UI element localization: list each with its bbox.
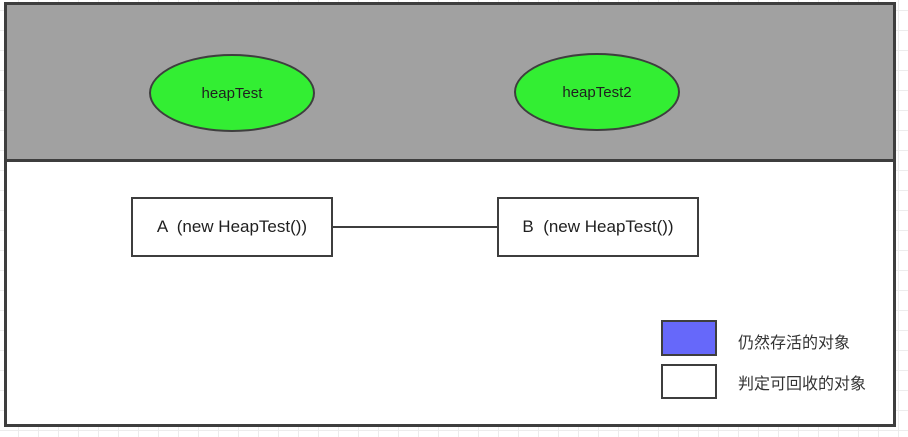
object-box-a: A (new HeapTest()) [131, 197, 333, 257]
connector-line [333, 226, 497, 228]
legend-swatch-recyclable [661, 364, 717, 399]
heap-region: heapTest heapTest2 [7, 5, 893, 162]
object-box-b: B (new HeapTest()) [497, 197, 699, 257]
legend-label-alive: 仍然存活的对象 [738, 335, 851, 352]
gc-root-ellipse-heaptest2: heapTest2 [514, 53, 680, 131]
legend-label-recyclable: 判定可回收的对象 [738, 376, 867, 393]
gc-root-label: heapTest2 [562, 83, 632, 101]
diagram-frame: heapTest heapTest2 A (new HeapTest()) B … [4, 2, 896, 427]
object-label: A (new HeapTest()) [156, 217, 308, 236]
legend-swatch-alive [661, 320, 717, 356]
object-label: B (new HeapTest()) [522, 217, 674, 236]
gc-root-label: heapTest [201, 84, 263, 102]
gc-root-ellipse-heaptest: heapTest [149, 54, 315, 132]
